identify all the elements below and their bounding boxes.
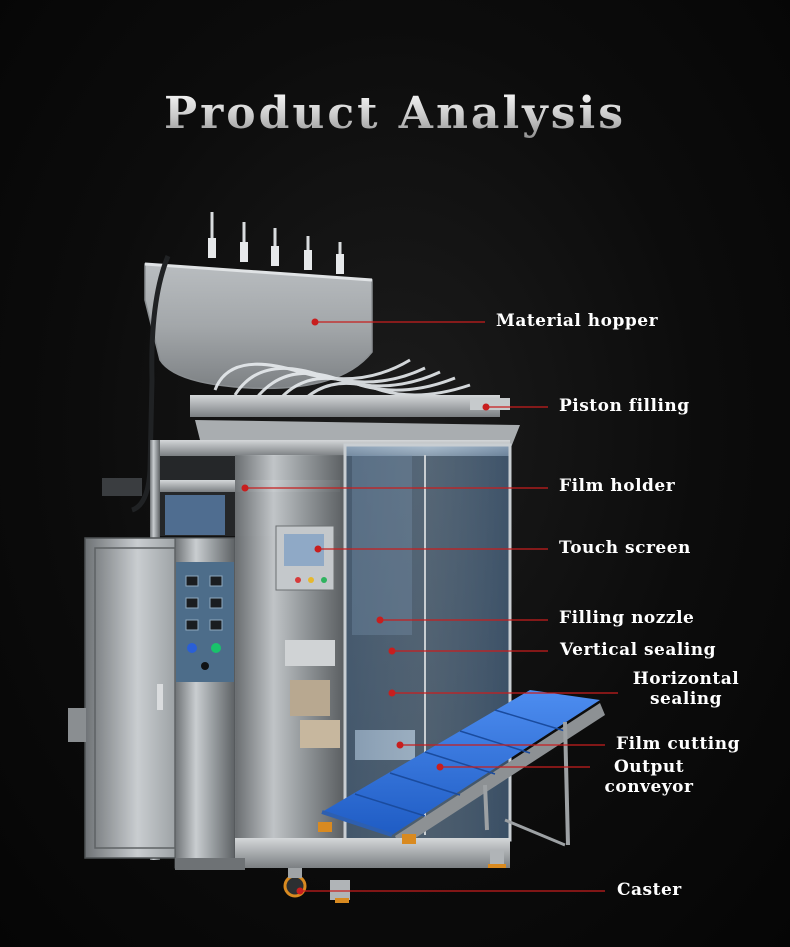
label-film-holder: Film holder xyxy=(559,476,676,496)
label-output-conveyor: Output conveyor xyxy=(597,757,701,797)
page-title: Product Analysis xyxy=(0,88,790,139)
label-output-conveyor-line1: Output xyxy=(613,757,685,777)
output-conveyor-device xyxy=(321,690,605,848)
label-output-conveyor-line2: conveyor xyxy=(604,777,694,797)
label-filling-nozzle: Filling nozzle xyxy=(559,608,695,628)
label-vertical-sealing: Vertical sealing xyxy=(560,640,717,660)
casters xyxy=(283,822,506,903)
label-horizontal-sealing-line1: Horizontal xyxy=(632,669,740,689)
label-horizontal-sealing-line2: sealing xyxy=(649,689,723,709)
control-panel xyxy=(176,562,234,682)
label-film-cutting: Film cutting xyxy=(616,734,741,754)
label-caster: Caster xyxy=(617,880,682,900)
label-touch-screen: Touch screen xyxy=(559,538,691,558)
touch-screen-device xyxy=(275,525,335,591)
label-material-hopper: Material hopper xyxy=(496,311,659,331)
callout-lines xyxy=(245,321,618,892)
label-piston-filling: Piston filling xyxy=(559,396,690,416)
label-horizontal-sealing: Horizontal sealing xyxy=(626,669,746,709)
callout-dots xyxy=(241,318,490,895)
